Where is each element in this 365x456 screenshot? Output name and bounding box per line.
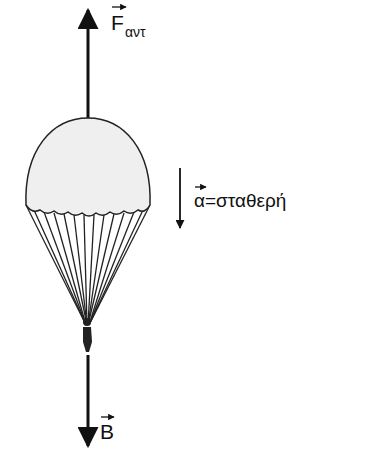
force-symbol: F [111, 12, 124, 33]
force-arrow [87, 10, 90, 118]
weight-arrow [87, 355, 90, 446]
parachutist [83, 318, 92, 352]
vector-sign [195, 186, 206, 187]
vector-sign [101, 416, 114, 417]
acceleration-label: α=σταθερή [194, 191, 286, 210]
vector-sign [112, 6, 126, 7]
acceleration-arrow [179, 168, 181, 228]
weight-symbol: B [100, 421, 114, 442]
force-subscript: αντ [125, 25, 146, 39]
parachute-canopy [26, 118, 150, 216]
suspension-lines [26, 205, 150, 325]
